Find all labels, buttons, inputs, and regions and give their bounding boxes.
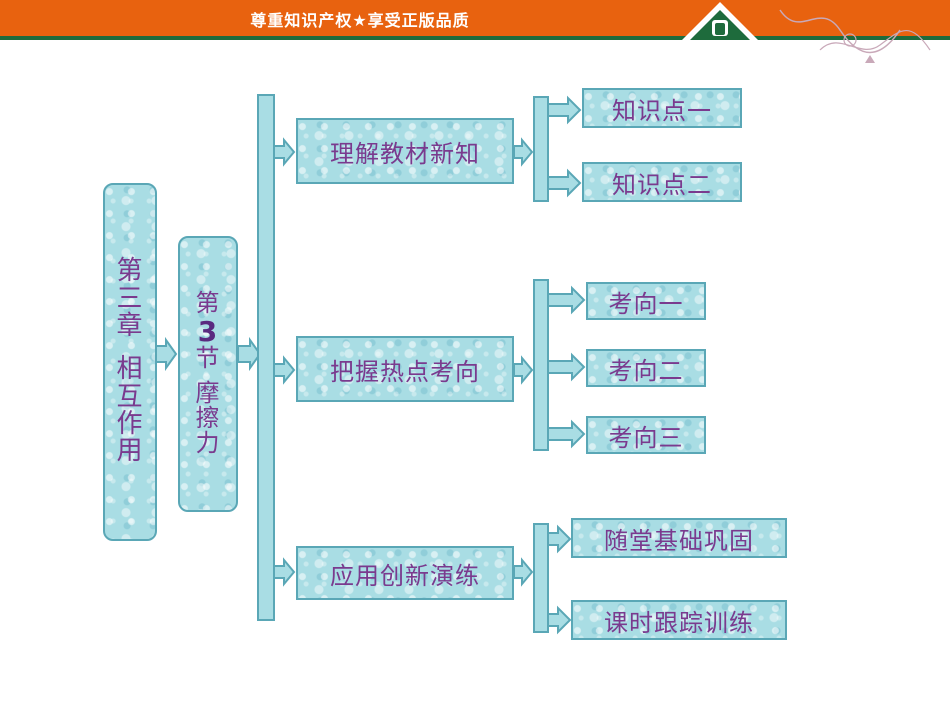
leaf-classroom-practice[interactable]: 随堂基础巩固	[571, 518, 787, 558]
branch-label: 理解教材新知	[330, 139, 480, 168]
leaf-label: 考向三	[608, 423, 684, 452]
leaf-label: 考向二	[608, 356, 684, 385]
leaf-knowledge-point-1[interactable]: 知识点一	[582, 88, 742, 128]
chapter-char: 互	[116, 381, 144, 412]
section-title-char: 力	[195, 429, 221, 458]
leaf-direction-1[interactable]: 考向一	[586, 282, 706, 320]
branch-application-practice[interactable]: 应用创新演练	[296, 546, 514, 600]
header-stripe	[0, 36, 950, 40]
leaf-direction-3[interactable]: 考向三	[586, 416, 706, 454]
header-slogan: 尊重知识产权★享受正版品质	[250, 11, 470, 30]
leaf-label: 知识点二	[612, 170, 712, 199]
chapter-char: 用	[116, 436, 144, 467]
chapter-char: 相	[116, 354, 144, 385]
section-number: 3	[197, 314, 219, 348]
chapter-char: 第	[116, 256, 144, 287]
leaf-after-class-training[interactable]: 课时跟踪训练	[571, 600, 787, 640]
branch-understand-textbook[interactable]: 理解教材新知	[296, 118, 514, 184]
section-suffix: 节	[195, 343, 221, 372]
branch-hot-topics[interactable]: 把握热点考向	[296, 336, 514, 402]
leaf-label: 考向一	[608, 289, 684, 318]
branch-label: 把握热点考向	[330, 357, 480, 386]
chapter-box: 第 三 章 相 互 作 用	[103, 183, 157, 541]
floral-decoration-icon	[779, 9, 931, 63]
leaf-direction-2[interactable]: 考向二	[586, 349, 706, 387]
section-title-char: 擦	[195, 404, 221, 433]
header-bar: 尊重知识产权★享受正版品质	[0, 0, 950, 40]
leaf-knowledge-point-2[interactable]: 知识点二	[582, 162, 742, 202]
branch-label: 应用创新演练	[330, 561, 480, 590]
chapter-char: 章	[116, 311, 144, 342]
leaf-label: 随堂基础巩固	[604, 526, 754, 555]
section-prefix: 第	[195, 289, 221, 318]
section-box: 第 3 节 摩 擦 力	[178, 236, 238, 512]
leaf-label: 课时跟踪训练	[604, 608, 754, 637]
leaf-label: 知识点一	[612, 96, 712, 125]
chapter-char: 作	[116, 408, 144, 439]
chapter-char: 三	[116, 283, 144, 314]
mountain-logo-icon	[682, 2, 758, 40]
section-title-char: 摩	[195, 379, 221, 408]
